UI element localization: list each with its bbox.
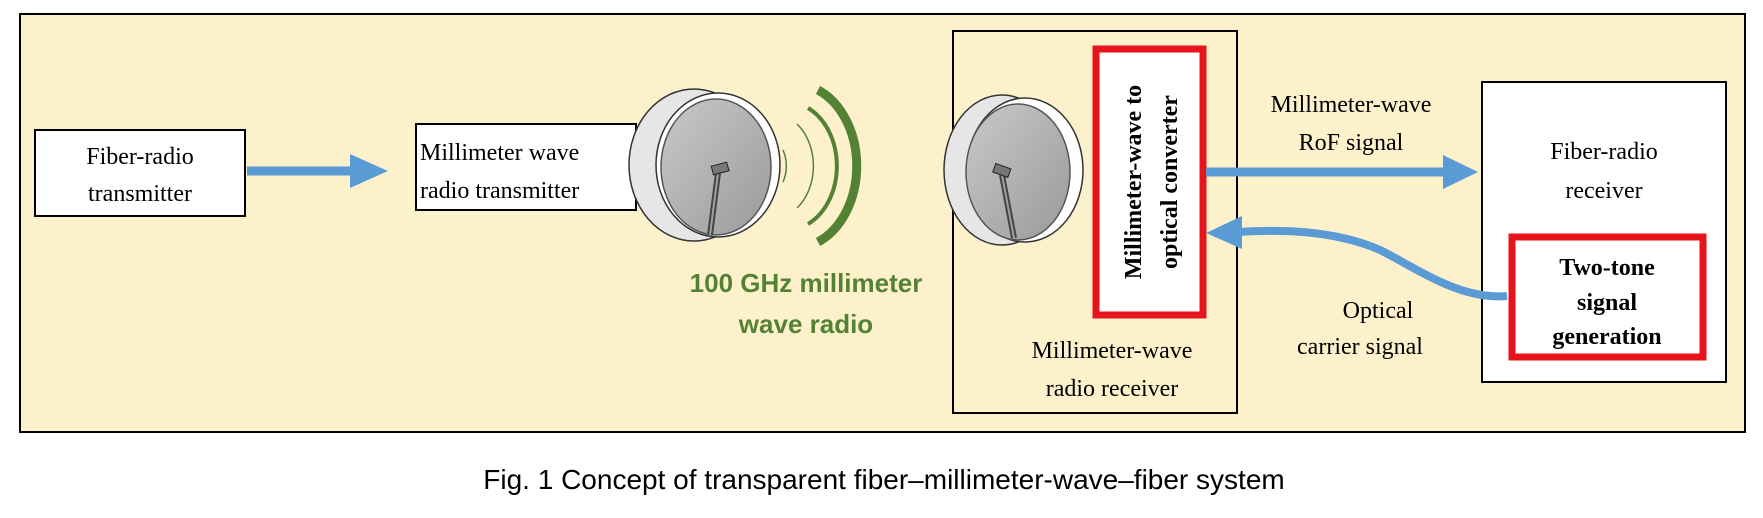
mmw-radio-transmitter-block: Millimeter wave radio transmitter (415, 123, 637, 211)
fiber-radio-receiver-label-1: Fiber-radio (1550, 139, 1657, 165)
rof-signal-label-2: RoF signal (1299, 130, 1404, 156)
satellite-dish-icon (943, 94, 1084, 246)
arrow-rof-signal (1206, 155, 1478, 189)
two-tone-label-2: signal (1577, 290, 1637, 316)
fiber-radio-transmitter-label-2: transmitter (88, 181, 192, 207)
optical-carrier-label-2: carrier signal (1297, 334, 1423, 360)
mmw-radio-transmitter-label-2: radio transmitter (420, 178, 579, 204)
satellite-dish-icon (628, 88, 781, 242)
arrow-optical-carrier (1206, 216, 1508, 301)
converter-label-2: optical converter (1157, 95, 1183, 269)
rof-signal-label-1: Millimeter-wave (1271, 92, 1432, 118)
wave-radio-label-2: wave radio (738, 309, 873, 339)
fiber-radio-receiver-label-2: receiver (1565, 178, 1642, 204)
diagram-panel (19, 13, 1746, 433)
mmw-radio-transmitter-label-1: Millimeter wave (420, 140, 579, 166)
mmw-radio-receiver-label-2: radio receiver (1046, 376, 1179, 402)
mmw-radio-receiver-label-1: Millimeter-wave (1032, 338, 1193, 364)
two-tone-signal-generation-block: Two-tone signal generation (1508, 233, 1707, 361)
two-tone-label-1: Two-tone (1559, 255, 1655, 281)
mmw-to-optical-converter-block: Millimeter-wave to optical converter (1092, 45, 1207, 319)
two-tone-label-3: generation (1552, 324, 1661, 350)
optical-carrier-label-1: Optical (1343, 298, 1414, 324)
radio-waves-icon (782, 86, 862, 246)
fiber-radio-transmitter-label-1: Fiber-radio (86, 144, 193, 170)
fiber-radio-transmitter-block: Fiber-radio transmitter (34, 129, 246, 217)
figure-caption: Fig. 1 Concept of transparent fiber–mill… (483, 464, 1284, 495)
converter-label-1: Millimeter-wave to (1121, 85, 1147, 279)
arrow-transmitter-to-mmw (247, 154, 388, 188)
wave-radio-label-1: 100 GHz millimeter (690, 268, 923, 298)
